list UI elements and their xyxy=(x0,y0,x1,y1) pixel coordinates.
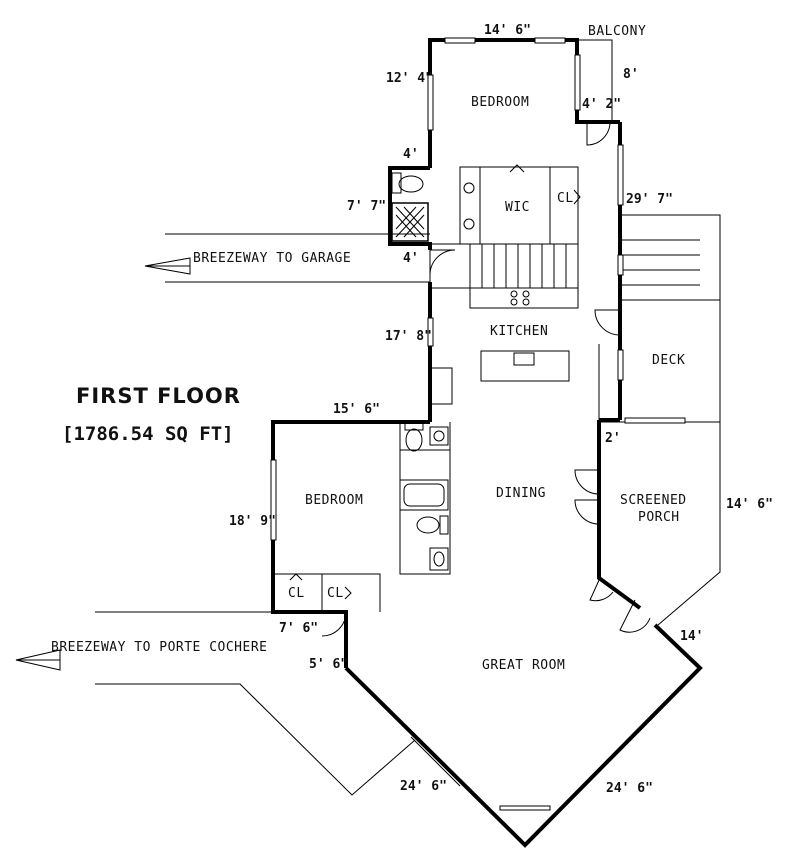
dim-balcony-depth: 8' xyxy=(623,67,639,82)
interior-lines xyxy=(95,39,721,796)
room-label-cl-lower-1: CL xyxy=(288,586,305,601)
room-label-dining: DINING xyxy=(496,486,546,501)
dim-lower-left-step2: 5' 6" xyxy=(309,657,348,672)
dim-lower-left-step: 7' 6" xyxy=(279,621,318,636)
dim-bath-left: 7' 7" xyxy=(347,199,386,214)
room-label-bedroom-lower: BEDROOM xyxy=(305,493,363,508)
dim-bedroom-top: 14' 6" xyxy=(484,23,531,38)
room-label-porch: PORCH xyxy=(638,510,680,525)
room-label-wic: WIC xyxy=(505,200,530,215)
exterior-walls xyxy=(271,38,703,848)
dim-breezeway-gap: 4' xyxy=(403,251,419,266)
dim-bedroom-lower-left: 18' 9" xyxy=(229,514,276,529)
dim-balcony-door: 4' 2" xyxy=(582,97,621,112)
dim-kitchen-left: 17' 8" xyxy=(385,329,432,344)
dim-right-side: 29' 7" xyxy=(626,192,673,207)
doors xyxy=(321,121,651,637)
dim-great-room-bottom-right: 24' 6" xyxy=(606,781,653,796)
breezeway-arrows xyxy=(15,257,191,671)
dim-great-room-right-top: 14' xyxy=(680,629,703,644)
windows xyxy=(270,37,686,811)
dim-bedroom-left: 12' 4" xyxy=(386,71,433,86)
floor-area: [1786.54 SQ FT] xyxy=(62,423,234,445)
dim-porch-right: 14' 6" xyxy=(726,497,773,512)
room-label-cl-lower-2: CL xyxy=(327,586,344,601)
dim-bedroom-lower-top: 15' 6" xyxy=(333,402,380,417)
room-label-deck: DECK xyxy=(652,353,685,368)
room-label-bedroom-upper: BEDROOM xyxy=(471,95,529,110)
dim-bath-top: 4' xyxy=(403,147,419,162)
room-label-balcony: BALCONY xyxy=(588,24,646,39)
dim-porch-gap: 2' xyxy=(605,431,621,446)
room-label-screened: SCREENED xyxy=(620,493,687,508)
floor-title: FIRST FLOOR xyxy=(76,384,241,408)
breezeway-garage-label: BREEZEWAY TO GARAGE xyxy=(193,251,351,266)
room-label-cl-upper: CL xyxy=(557,191,574,206)
dim-great-room-bottom-left: 24' 6" xyxy=(400,779,447,794)
room-label-kitchen: KITCHEN xyxy=(490,324,548,339)
breezeway-porte-cochere-label: BREEZEWAY TO PORTE COCHERE xyxy=(51,640,268,655)
room-label-great-room: GREAT ROOM xyxy=(482,658,565,673)
fixtures xyxy=(289,164,581,600)
